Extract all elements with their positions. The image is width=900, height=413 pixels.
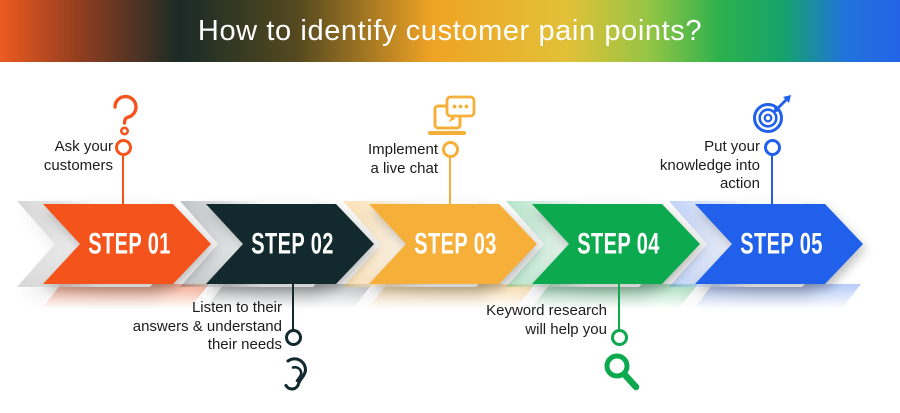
keyword-search-icon [604,353,640,391]
question-mark-icon [113,94,138,136]
step-03-connector-line [449,155,451,205]
note-line: their needs [207,336,282,353]
step-02-connector-dot [285,329,302,346]
step-03-connector-dot [442,141,459,158]
step-04-arrow: STEP 04 [532,204,700,284]
note-line: Keyword research [486,302,607,319]
step-02-connector-line [292,284,294,331]
step-04-note: Keyword research will help you [462,302,607,339]
step-01-note: Ask your customers [23,138,113,175]
step-01-label: STEP 01 [88,226,172,260]
note-line: will help you [525,320,607,338]
step-03-arrow: STEP 03 [369,204,537,284]
note-line: Implement [367,141,438,158]
page-title: How to identify customer pain points? [197,14,703,47]
note-line: a live chat [370,159,438,177]
step-05-note: Put your knowledge into action [630,138,760,194]
note-line: customers [43,156,113,174]
step-03-label: STEP 03 [414,226,498,260]
note-line: Listen to their [191,299,282,316]
step-02-arrow: STEP 02 [206,204,374,284]
step-02-note: Listen to their answers & understand the… [117,299,282,355]
step-05-connector-dot [764,139,781,156]
step-05-connector-line [771,152,773,205]
target-dart-icon [753,95,791,133]
step-04-connector-line [618,284,620,331]
step-05-reflection [691,284,861,311]
title-bar: How to identify customer pain points? [0,0,900,62]
step-02-label: STEP 02 [251,226,335,260]
step-05-label: STEP 05 [740,226,824,260]
ear-icon [284,357,308,391]
step-01-connector-dot [115,139,132,156]
step-04-connector-dot [611,329,628,346]
note-line: action [719,175,760,192]
note-line: Put your [704,138,760,155]
note-line: answers & understand [132,317,282,335]
step-01-connector-line [122,152,124,205]
note-line: Ask your [54,138,113,155]
note-line: knowledge into [659,156,760,174]
step-04-label: STEP 04 [577,226,661,260]
laptop-live-chat-icon [428,95,476,135]
step-03-note: Implement a live chat [328,141,438,178]
step-05-arrow: STEP 05 [695,204,863,284]
step-01-arrow: STEP 01 [43,204,211,284]
